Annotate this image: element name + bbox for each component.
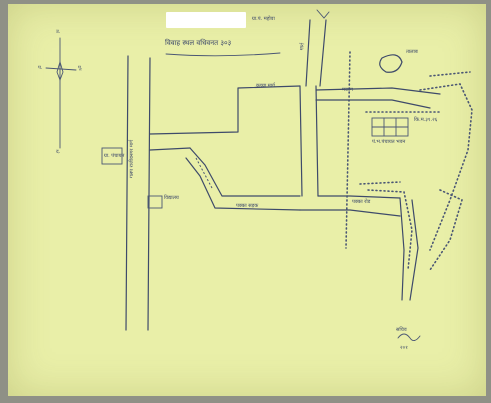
label-junction: पक्का रोड	[352, 199, 371, 205]
houses-row-3	[419, 83, 473, 251]
north-arrow	[316, 9, 330, 19]
mid-vertical-left-edge	[299, 85, 303, 197]
label-road-top: कच्चा मार्ग	[256, 83, 275, 89]
compass-west: प.	[38, 65, 43, 71]
label-road-left: गलप राजीवनगर मार्ग	[129, 139, 135, 178]
signature-mark	[397, 333, 421, 341]
upper-right-road-bottom	[315, 99, 431, 109]
compass-icon	[45, 37, 77, 149]
label-road-bottom: पक्का सड़क	[236, 203, 259, 209]
north-road-right	[319, 19, 327, 87]
label-signature: सचिव	[396, 327, 407, 333]
houses-row-5	[429, 189, 463, 271]
upper-road-bottom-edge	[149, 147, 191, 151]
houses-row-4	[429, 71, 471, 77]
boundary-dotted-line	[345, 51, 351, 249]
north-road-left	[305, 19, 311, 87]
compass-north: उ.	[56, 29, 61, 35]
bottom-road-lower-edge	[299, 209, 401, 217]
title-underline	[165, 52, 281, 57]
mid-road-bottom-edge	[185, 157, 301, 211]
panchayat-grid	[371, 117, 409, 137]
label-houses: मकान	[342, 87, 353, 93]
label-building-left: ग्रा. पंचायत	[104, 153, 125, 159]
map-title: विवाह स्थल वधिवनत ३०३	[165, 39, 232, 47]
mid-vertical-right-edge	[315, 85, 319, 197]
main-road-left-edge	[125, 55, 129, 331]
label-houses-sub: कि.म.३१.२६	[414, 117, 438, 123]
label-building-mid: विद्यालय	[164, 195, 179, 201]
mid-road-top-edge	[189, 147, 301, 197]
compass-south: द.	[56, 149, 61, 155]
main-road-right-edge	[147, 57, 151, 331]
houses-row-1	[359, 181, 401, 185]
left-building	[101, 147, 123, 165]
pond-icon	[379, 54, 403, 73]
houses-row-2	[367, 189, 413, 271]
upper-right-road-top	[315, 87, 441, 95]
redacted-block	[166, 12, 246, 28]
header-right: ग्रा.पं. महोवा	[252, 16, 275, 22]
compass-east: पू.	[78, 65, 83, 71]
right-road-1	[399, 197, 405, 301]
label-pond: तालाब	[406, 49, 418, 55]
bottom-road-upper-edge	[317, 195, 401, 199]
label-panchayat-bhawan: पं.भ.पंचायत भवन	[372, 139, 406, 145]
right-road-2	[409, 199, 419, 301]
mid-building	[147, 195, 163, 209]
road-hatching	[195, 157, 213, 189]
upper-road-top-edge	[149, 85, 301, 135]
label-signature-sub: २०१	[400, 345, 408, 351]
